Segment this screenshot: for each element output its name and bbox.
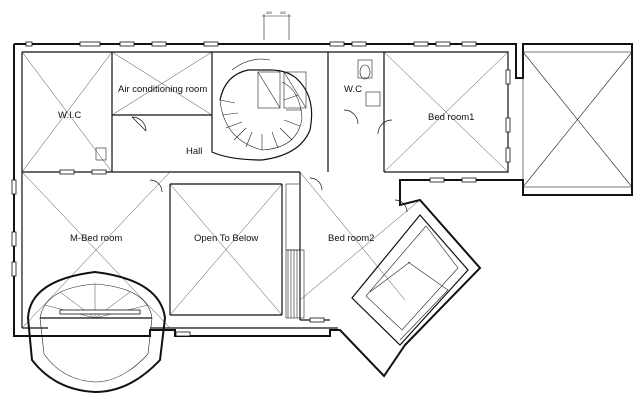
room-labels: W.I.C Air conditioning room Hall W.C Bed…: [58, 84, 474, 244]
wc-fixtures: [95, 59, 381, 161]
interior-walls: [22, 52, 400, 321]
top-dimension: 400 400: [262, 11, 291, 40]
spiral-staircase: [211, 58, 313, 161]
door-swings: [131, 109, 408, 213]
room-label-wic: W.I.C: [58, 110, 81, 121]
circular-bay: [26, 270, 167, 394]
room-label-m-bed-room: M-Bed room: [70, 233, 122, 244]
room-diagonals: [21, 51, 509, 329]
room-label-hall: Hall: [186, 146, 202, 157]
straight-stair: [285, 183, 305, 319]
room-label-bed-room2: Bed room2: [328, 233, 374, 244]
dim-label-1: 400: [266, 11, 272, 15]
room-label-bed-room1: Bed room1: [428, 112, 474, 123]
windows: [11, 41, 511, 337]
angled-balcony: [351, 214, 469, 346]
room-label-open-to-below: Open To Below: [194, 233, 258, 244]
dim-label-2: 400: [280, 11, 286, 15]
room-label-wc: W.C: [344, 84, 362, 95]
room-label-air-conditioning: Air conditioning room: [118, 84, 207, 95]
outer-walls: [13, 43, 633, 378]
